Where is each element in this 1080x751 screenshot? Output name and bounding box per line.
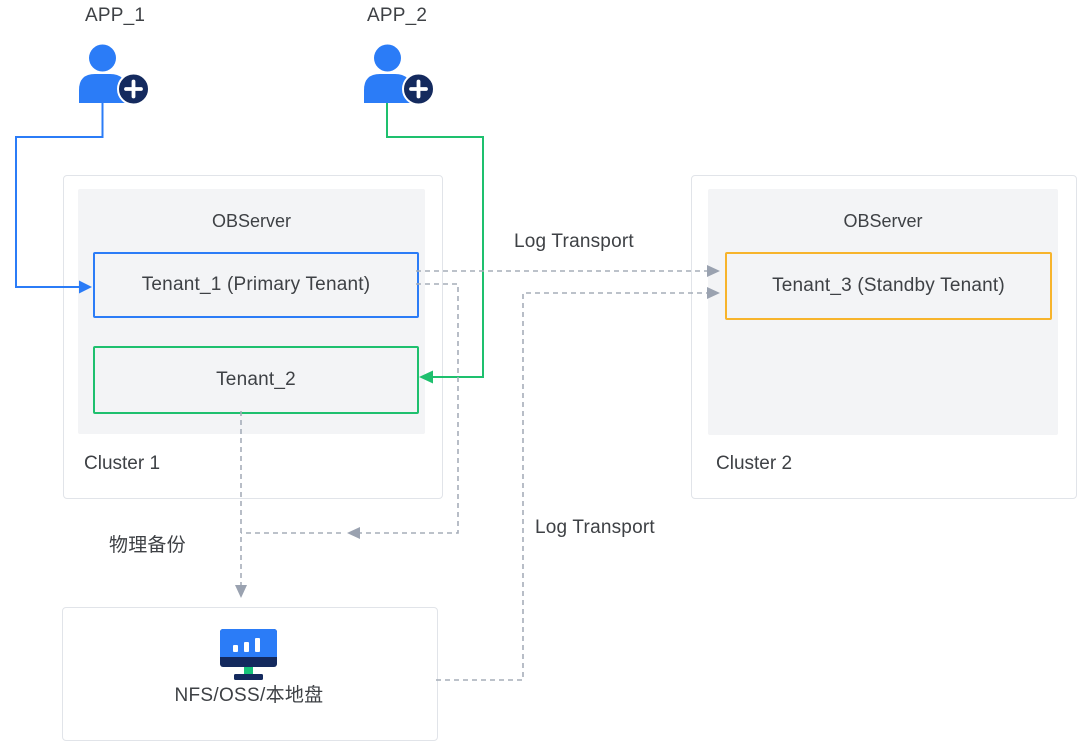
edge-tenant1-to-tenant3-log (416, 265, 720, 277)
storage-label: NFS/OSS/本地盘 (174, 685, 324, 706)
log-transport-top-label: Log Transport (514, 231, 634, 252)
tenant-3-box: Tenant_3 (Standby Tenant) (725, 252, 1052, 320)
arrow-down-icon (235, 585, 247, 598)
cluster-2-label: Cluster 2 (716, 453, 793, 474)
tenant-1-box: Tenant_1 (Primary Tenant) (93, 252, 419, 318)
physical-backup-label: 物理备份 (109, 535, 186, 556)
app-1-user-icon (79, 44, 150, 106)
tenant-1-label: Tenant_1 (Primary Tenant) (141, 274, 371, 295)
edge-storage-to-tenant3-log (436, 287, 720, 681)
cluster-1-observer-title: OBServer (211, 211, 292, 231)
cluster-2-observer-title: OBServer (843, 211, 923, 231)
tenant-2-box: Tenant_2 (93, 346, 419, 414)
arrow-left-icon (347, 527, 360, 539)
app-2-label: APP_2 (367, 5, 428, 26)
cluster-1-label: Cluster 1 (84, 453, 161, 474)
tenant-2-label: Tenant_2 (216, 369, 296, 390)
app-1-label: APP_1 (85, 5, 146, 26)
tenant-3-label: Tenant_3 (Standby Tenant) (772, 275, 1005, 296)
log-transport-bottom-label: Log Transport (535, 517, 655, 538)
add-badge-icon (117, 72, 150, 106)
add-badge-icon (402, 72, 435, 106)
storage-monitor-icon (220, 629, 277, 680)
app-2-user-icon (364, 44, 435, 106)
